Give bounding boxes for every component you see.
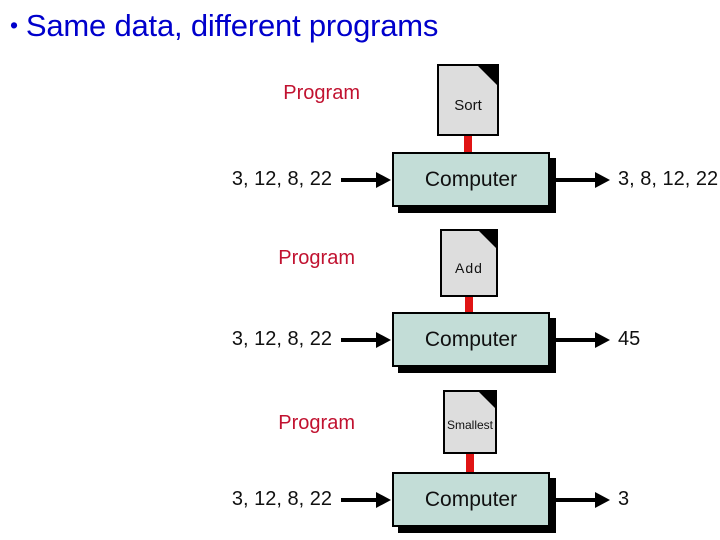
page-fold-corner-icon: [477, 392, 495, 410]
page-title: • Same data, different programs: [10, 8, 710, 44]
input-arrow-add: [341, 332, 391, 348]
output-arrow-sort: [552, 172, 610, 188]
pipeline-row-sort: Program Sort Computer 3, 12, 8, 22 3, 8,…: [0, 56, 720, 216]
arrow-head: [376, 332, 391, 348]
program-document-label: Sort: [454, 96, 482, 114]
arrow-shaft: [552, 178, 598, 182]
arrow-shaft: [466, 454, 474, 474]
arrow-shaft: [341, 338, 379, 342]
program-document-label: Smallest: [446, 418, 493, 432]
input-data-sort: 3, 12, 8, 22: [231, 168, 332, 190]
program-label-sort: Program: [283, 82, 360, 104]
arrow-head: [595, 492, 610, 508]
page-fold-corner-icon: [476, 66, 497, 87]
program-document-label: Add: [455, 260, 483, 276]
program-document-icon-add[interactable]: Add: [440, 229, 498, 297]
pipeline-row-add: Program Add Computer 3, 12, 8, 22 45: [0, 222, 720, 382]
input-arrow-smallest: [341, 492, 391, 508]
page-fold-corner-icon: [477, 231, 496, 250]
pipeline-row-smallest: Program Smallest Computer 3, 12, 8, 22 3: [0, 386, 720, 540]
output-data-smallest: 3: [618, 488, 630, 510]
input-data-smallest: 3, 12, 8, 22: [231, 488, 332, 510]
arrow-head: [376, 172, 391, 188]
program-document-icon-smallest[interactable]: Smallest: [443, 390, 497, 454]
computer-box-sort[interactable]: Computer: [392, 152, 556, 213]
arrow-head: [595, 332, 610, 348]
computer-box-label: Computer: [392, 152, 550, 207]
arrow-shaft: [465, 297, 473, 319]
output-arrow-add: [552, 332, 610, 348]
input-arrow-sort: [341, 172, 391, 188]
computer-box-label: Computer: [392, 472, 550, 527]
page-title-text: Same data, different programs: [25, 8, 439, 43]
input-data-add: 3, 12, 8, 22: [231, 328, 332, 350]
output-data-add: 45: [618, 328, 641, 350]
arrow-shaft: [464, 136, 472, 160]
arrow-shaft: [552, 338, 598, 342]
program-document-icon-sort[interactable]: Sort: [437, 64, 499, 136]
output-data-sort: 3, 8, 12, 22: [618, 168, 719, 190]
bullet-glyph: •: [10, 12, 18, 38]
computer-box-add[interactable]: Computer: [392, 312, 556, 373]
pipeline-diagram: Program Sort Computer 3, 12, 8, 22 3, 8,…: [0, 56, 720, 540]
program-label-smallest: Program: [278, 412, 355, 434]
arrow-head: [376, 492, 391, 508]
computer-box-label: Computer: [392, 312, 550, 367]
arrow-shaft: [552, 498, 598, 502]
arrow-shaft: [341, 498, 379, 502]
arrow-head: [595, 172, 610, 188]
output-arrow-smallest: [552, 492, 610, 508]
computer-box-smallest[interactable]: Computer: [392, 472, 556, 533]
program-label-add: Program: [278, 247, 355, 269]
arrow-shaft: [341, 178, 379, 182]
